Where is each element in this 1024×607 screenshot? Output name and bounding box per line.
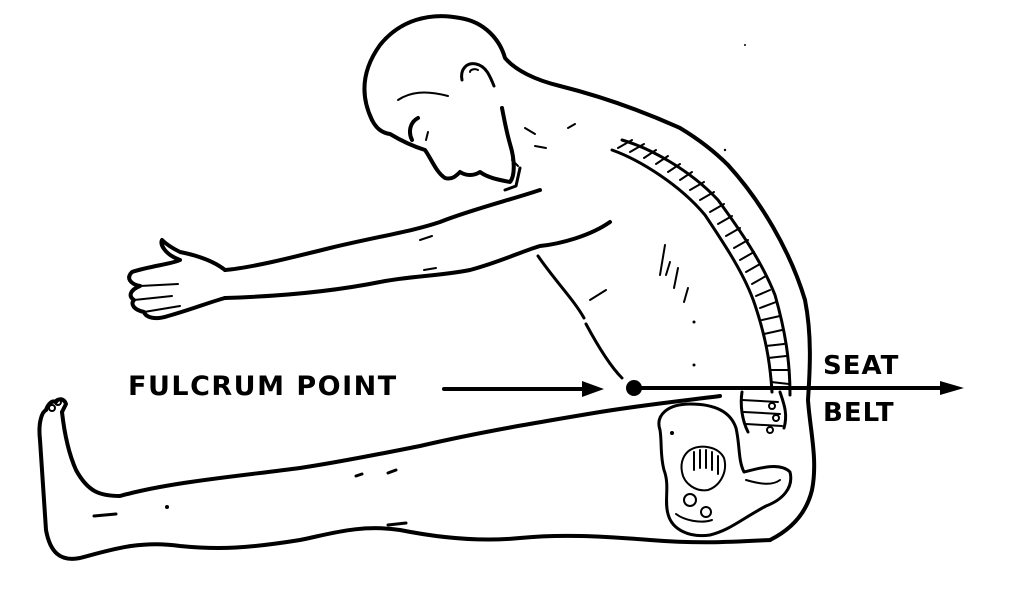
pelvis-bones	[657, 402, 793, 538]
legs-outline	[37, 394, 772, 561]
torso-front	[536, 44, 746, 380]
spine-vertebrae	[610, 138, 792, 434]
fulcrum-point-label: FULCRUM POINT	[128, 371, 398, 402]
seat-label: SEAT	[823, 351, 900, 381]
arm-outline	[127, 188, 612, 321]
head-outline	[362, 14, 730, 192]
belt-label: BELT	[823, 398, 895, 428]
seat-belt-line	[632, 381, 964, 395]
fulcrum-arrow	[442, 381, 604, 397]
